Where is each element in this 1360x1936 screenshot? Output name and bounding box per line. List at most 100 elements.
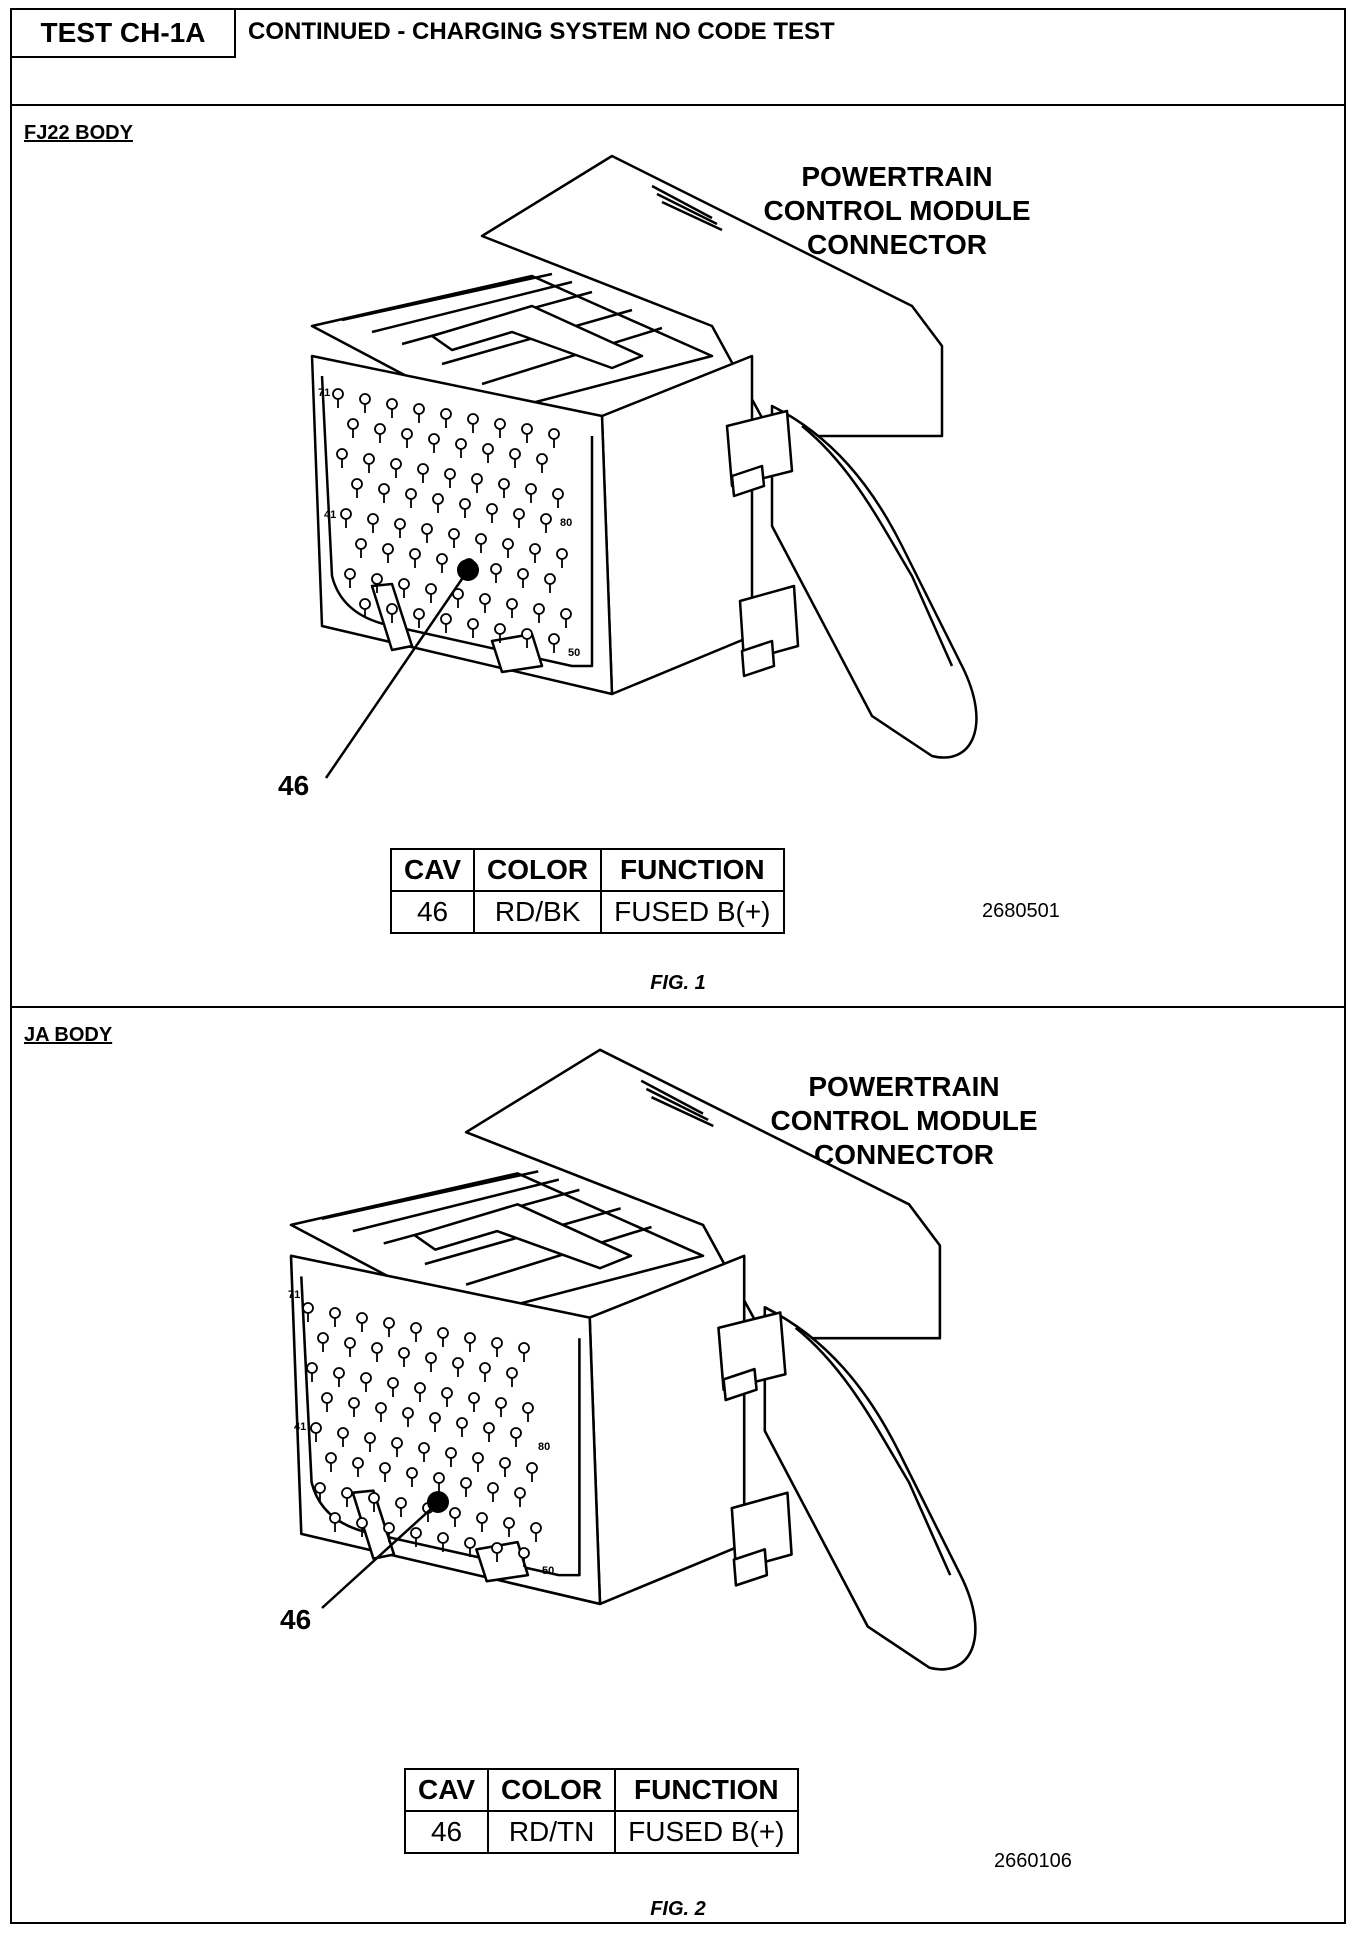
terminal-pin xyxy=(378,483,390,503)
terminal-pin xyxy=(525,483,537,503)
terminal-pin xyxy=(498,478,510,498)
terminal-pin xyxy=(337,1427,349,1447)
cell-cav: 46 xyxy=(389,890,476,934)
terminal-pin xyxy=(544,573,556,593)
terminal-pin xyxy=(382,543,394,563)
connector-title: POWERTRAIN CONTROL MODULE CONNECTOR xyxy=(734,1070,1074,1172)
page-frame: TEST CH-1A CONTINUED - CHARGING SYSTEM N… xyxy=(10,8,1346,1924)
pin-label-80: 80 xyxy=(538,1441,550,1453)
terminal-pin xyxy=(356,1517,368,1537)
figure-caption: FIG. 2 xyxy=(650,1898,706,1920)
terminal-pin xyxy=(514,1487,526,1507)
terminal-pin xyxy=(437,1532,449,1552)
terminal-pin xyxy=(468,1392,480,1412)
terminal-pin xyxy=(476,1512,488,1532)
header-function: FUNCTION xyxy=(614,1768,799,1812)
terminal-pin xyxy=(383,1317,395,1337)
terminal-pin xyxy=(410,1322,422,1342)
terminal-pin xyxy=(325,1452,337,1472)
terminal-pin xyxy=(491,1542,503,1562)
terminal-pin xyxy=(364,1432,376,1452)
terminal-pin xyxy=(506,1367,518,1387)
terminal-pin xyxy=(499,1457,511,1477)
cell-color: RD/TN xyxy=(487,1810,617,1854)
terminal-pin xyxy=(437,1327,449,1347)
terminal-pin xyxy=(449,1507,461,1527)
terminal-pin xyxy=(475,533,487,553)
terminal-pin xyxy=(510,1427,522,1447)
terminal-pin xyxy=(394,518,406,538)
terminal-pin xyxy=(491,1337,503,1357)
terminal-pin xyxy=(440,613,452,633)
callout-number: 46 xyxy=(278,770,310,801)
test-id: TEST CH-1A xyxy=(12,10,236,58)
connector-title-line: CONNECTOR xyxy=(814,1139,994,1170)
terminal-pin xyxy=(487,1482,499,1502)
terminal-pin xyxy=(440,408,452,428)
terminal-pin xyxy=(490,563,502,583)
terminal-pin xyxy=(464,1332,476,1352)
cell-color: RD/BK xyxy=(473,890,603,934)
body-label: JA BODY xyxy=(24,1024,113,1046)
terminal-pin xyxy=(374,423,386,443)
terminal-pin xyxy=(518,1547,530,1567)
terminal-pin xyxy=(513,508,525,528)
terminal-pin xyxy=(452,588,464,608)
terminal-pin xyxy=(526,1462,538,1482)
terminal-pin xyxy=(398,578,410,598)
terminal-pin xyxy=(386,398,398,418)
terminal-pin xyxy=(413,608,425,628)
table-header-row: CAV COLOR FUNCTION xyxy=(389,848,785,892)
terminal-pin xyxy=(452,1357,464,1377)
connector-title-line: CONNECTOR xyxy=(807,229,987,260)
terminal-pin xyxy=(455,438,467,458)
terminal-pin xyxy=(356,1312,368,1332)
terminal-pin xyxy=(560,608,572,628)
cavity-table: CAV COLOR FUNCTION 46 RD/TN FUSED B(+) xyxy=(403,1768,799,1854)
terminal-pin xyxy=(360,1372,372,1392)
pin-grid xyxy=(302,1302,542,1567)
terminal-pin xyxy=(379,1462,391,1482)
terminal-pin xyxy=(359,393,371,413)
table-header-row: CAV COLOR FUNCTION xyxy=(403,1768,799,1812)
terminal-pin xyxy=(552,488,564,508)
pin-label-80: 80 xyxy=(560,517,572,529)
header-cav: CAV xyxy=(389,848,476,892)
terminal-pin xyxy=(486,503,498,523)
terminal-pin xyxy=(332,388,344,408)
terminal-pin xyxy=(432,493,444,513)
terminal-pin xyxy=(472,1452,484,1472)
terminal-pin xyxy=(390,458,402,478)
terminal-pin xyxy=(441,1387,453,1407)
terminal-pin xyxy=(483,1422,495,1442)
cell-function: FUSED B(+) xyxy=(614,1810,799,1854)
table-row: 46 RD/BK FUSED B(+) xyxy=(389,890,785,934)
terminal-pin xyxy=(456,1417,468,1437)
connector-body xyxy=(310,154,978,759)
terminal-pin xyxy=(521,628,533,648)
terminal-pin xyxy=(433,1472,445,1492)
terminal-pin xyxy=(344,1337,356,1357)
callout-leader xyxy=(321,1507,433,1609)
header-cav: CAV xyxy=(403,1768,490,1812)
terminal-pin xyxy=(425,583,437,603)
terminal-pin xyxy=(371,573,383,593)
pin-grid xyxy=(332,388,572,653)
terminal-pin xyxy=(467,618,479,638)
header-function: FUNCTION xyxy=(600,848,785,892)
header-color: COLOR xyxy=(487,1768,617,1812)
terminal-pin xyxy=(540,513,552,533)
terminal-pin xyxy=(467,413,479,433)
terminal-pin xyxy=(401,428,413,448)
part-number: 2660106 xyxy=(994,1850,1072,1872)
terminal-pin xyxy=(367,513,379,533)
cell-cav: 46 xyxy=(403,1810,490,1854)
terminal-pin xyxy=(391,1437,403,1457)
terminal-pin xyxy=(517,568,529,588)
terminal-pin xyxy=(340,508,352,528)
terminal-pin xyxy=(368,1492,380,1512)
terminal-pin xyxy=(352,1457,364,1477)
terminal-pin xyxy=(406,1467,418,1487)
terminal-pin xyxy=(329,1512,341,1532)
terminal-pin xyxy=(314,1482,326,1502)
